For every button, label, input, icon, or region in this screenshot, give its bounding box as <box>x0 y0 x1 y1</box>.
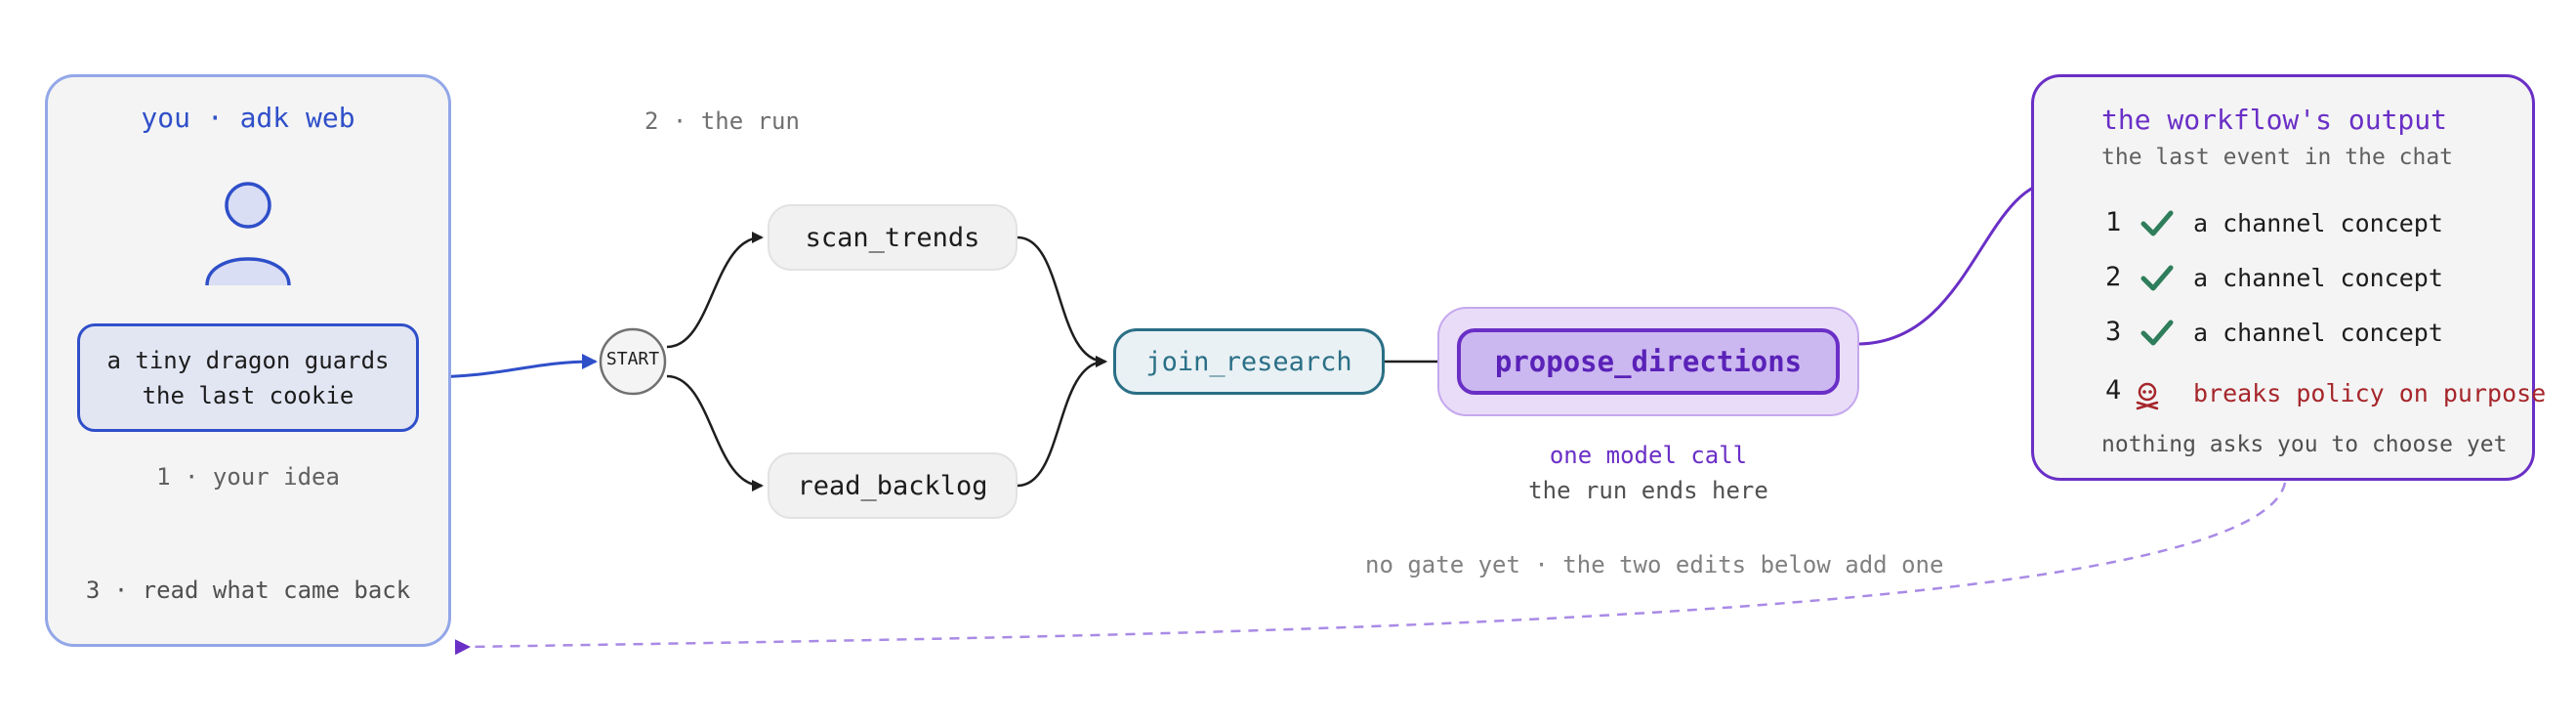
propose-directions-label: propose_directions <box>1494 345 1803 378</box>
output-item-2-text: a channel concept <box>2193 264 2443 292</box>
idea-box: a tiny dragon guards the last cookie <box>77 323 419 432</box>
output-item-4-text: breaks policy on purpose <box>2193 379 2547 407</box>
join-research-label: join_research <box>1145 346 1352 377</box>
output-item-1-text: a channel concept <box>2193 209 2443 237</box>
read-backlog-label: read_backlog <box>797 470 988 501</box>
output-item-3-text: a channel concept <box>2193 319 2443 347</box>
start-node-circle <box>599 327 667 396</box>
check-icon <box>2140 265 2174 291</box>
gate-note: no gate yet · the two edits below add on… <box>1365 551 1944 578</box>
check-icon <box>2140 320 2174 346</box>
output-title: the workflow's output <box>2101 104 2448 136</box>
output-panel <box>2031 74 2535 481</box>
check-icon <box>2140 210 2174 236</box>
start-to-scan-arrow <box>666 232 764 349</box>
scan-trends-label: scan_trends <box>805 222 980 253</box>
scan-to-join-arrow <box>1017 235 1107 367</box>
user-panel-title: you · adk web <box>141 102 355 134</box>
propose-to-output-arrow <box>1856 173 2060 346</box>
propose-directions-node: propose_directions <box>1457 328 1840 395</box>
read-backlog-node: read_backlog <box>768 452 1018 519</box>
read-to-join-arrow <box>1017 356 1107 488</box>
idea-text: a tiny dragon guards the last cookie <box>106 346 390 409</box>
start-node-label: START <box>605 349 660 369</box>
step-read-back: 3 · read what came back <box>85 577 411 604</box>
person-icon <box>205 182 291 286</box>
scan-trends-node: scan_trends <box>768 204 1018 271</box>
start-to-read-arrow <box>666 374 764 492</box>
run-label: 2 · the run <box>644 107 800 135</box>
output-item-2-num: 2 <box>2105 262 2122 292</box>
output-item-4-num: 4 <box>2105 375 2122 406</box>
propose-caption-line1: one model call <box>1549 442 1748 469</box>
output-item-3-num: 3 <box>2105 317 2122 347</box>
return-to-user-arrow <box>454 482 2287 656</box>
output-subtitle: the last event in the chat <box>2101 145 2454 170</box>
join-research-node: join_research <box>1113 328 1385 395</box>
step-your-idea: 1 · your idea <box>156 463 340 491</box>
output-footer: nothing asks you to choose yet <box>2101 432 2508 457</box>
output-item-1-num: 1 <box>2105 207 2122 237</box>
skull-icon <box>2136 382 2159 410</box>
propose-caption-line2: the run ends here <box>1528 477 1768 504</box>
